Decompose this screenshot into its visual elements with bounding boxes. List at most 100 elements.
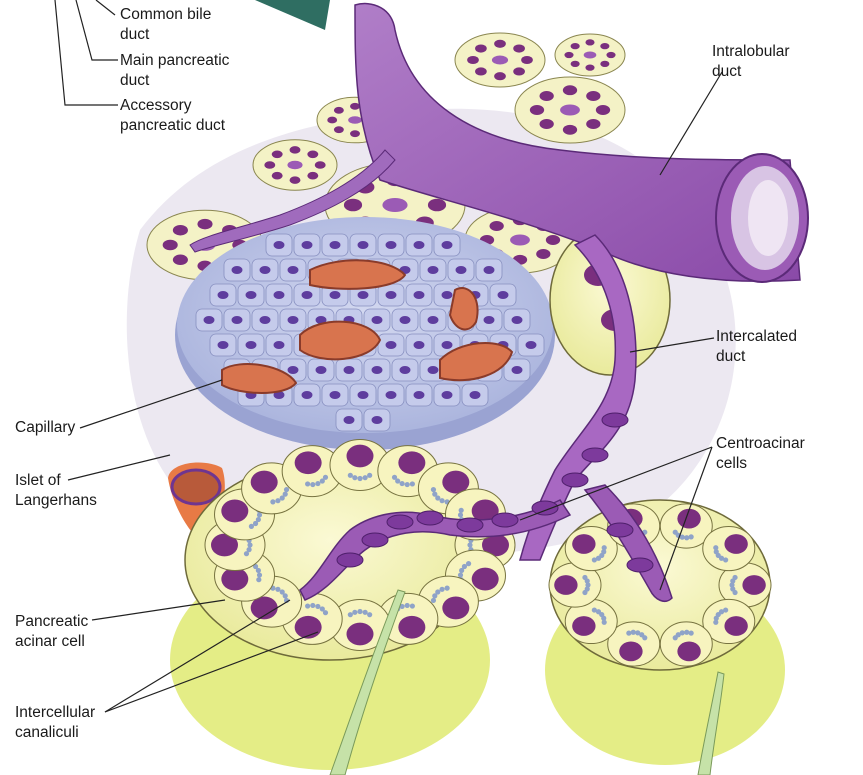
background-duct-lumen xyxy=(510,235,530,246)
zymogen-granule xyxy=(459,508,464,513)
zymogen-granule xyxy=(439,587,444,592)
gland-edge-shape xyxy=(255,0,330,30)
zymogen-granule xyxy=(582,590,587,595)
acinar-nucleus xyxy=(572,616,595,636)
centroacinar-cell xyxy=(532,501,558,515)
centroacinar-cell xyxy=(457,518,483,532)
islet-nucleus xyxy=(484,316,495,324)
zymogen-granule xyxy=(367,473,372,478)
background-acinar-nucleus xyxy=(290,146,301,154)
zymogen-granule xyxy=(249,524,254,529)
acinar-nucleus xyxy=(347,623,374,646)
islet-nucleus xyxy=(288,366,299,374)
background-acinar-nucleus xyxy=(494,72,506,80)
label-common-bile-duct: Common bileduct xyxy=(120,5,211,45)
islet-nucleus xyxy=(302,291,313,299)
background-acinar-nucleus xyxy=(513,67,525,75)
zymogen-granule xyxy=(435,589,440,594)
background-acinar-nucleus xyxy=(163,240,178,250)
zymogen-granule xyxy=(467,542,472,547)
islet-nucleus xyxy=(442,391,453,399)
islet-nucleus xyxy=(330,241,341,249)
islet-nucleus xyxy=(288,266,299,274)
zymogen-granule xyxy=(466,561,471,566)
acinar-nucleus xyxy=(398,451,425,474)
islet-nucleus xyxy=(274,241,285,249)
islet-nucleus xyxy=(414,391,425,399)
islet-nucleus xyxy=(246,291,257,299)
zymogen-granule xyxy=(367,612,372,617)
zymogen-granule xyxy=(410,481,415,486)
background-duct-lumen xyxy=(287,161,302,169)
islet-nucleus xyxy=(512,316,523,324)
background-acinar-nucleus xyxy=(475,44,487,52)
zymogen-granule xyxy=(713,545,718,550)
zymogen-granule xyxy=(684,535,689,540)
zymogen-granule xyxy=(352,475,357,480)
centroacinar-cell xyxy=(602,413,628,427)
background-acinar-nucleus xyxy=(530,105,544,115)
background-acinar-nucleus xyxy=(586,91,600,101)
zymogen-granule xyxy=(602,620,607,625)
islet-nucleus xyxy=(358,391,369,399)
zymogen-granule xyxy=(315,481,320,486)
capillary xyxy=(310,260,405,289)
islet-nucleus xyxy=(414,241,425,249)
zymogen-granule xyxy=(257,512,262,517)
zymogen-granule xyxy=(592,557,597,562)
background-duct-lumen xyxy=(584,52,597,59)
islet-nucleus xyxy=(484,266,495,274)
islet-nucleus xyxy=(512,366,523,374)
background-acinar-nucleus xyxy=(596,105,610,115)
islet-nucleus xyxy=(428,366,439,374)
zymogen-granule xyxy=(723,607,728,612)
zymogen-granule xyxy=(275,587,280,592)
zymogen-granule xyxy=(689,631,694,636)
acinar-nucleus xyxy=(221,500,248,523)
background-acinar-nucleus xyxy=(264,161,275,169)
acinus-right xyxy=(545,500,785,765)
zymogen-granule xyxy=(363,475,368,480)
islet-nucleus xyxy=(344,366,355,374)
islet-nucleus xyxy=(344,416,355,424)
background-acinar-nucleus xyxy=(540,119,554,129)
background-duct-lumen xyxy=(560,105,580,116)
islet-nucleus xyxy=(288,316,299,324)
zymogen-granule xyxy=(283,593,288,598)
acinar-nucleus xyxy=(347,445,374,468)
background-acinar-nucleus xyxy=(563,85,577,95)
centroacinar-cell xyxy=(582,448,608,462)
islet-nucleus xyxy=(274,341,285,349)
label-intercellular-canaliculi: Intercellularcanaliculi xyxy=(15,703,95,743)
background-acinar-nucleus xyxy=(350,130,360,137)
label-intercalated-duct: Intercalatedduct xyxy=(716,327,797,367)
background-acinar-nucleus xyxy=(173,255,188,265)
background-acinar-nucleus xyxy=(571,43,580,49)
islet-nucleus xyxy=(400,366,411,374)
leader-common-bile-duct xyxy=(96,0,115,15)
islet-nucleus xyxy=(218,341,229,349)
zymogen-granule xyxy=(315,604,320,609)
islet-nucleus xyxy=(386,291,397,299)
zymogen-granule xyxy=(431,487,436,492)
islet-nucleus xyxy=(414,341,425,349)
background-acinar-nucleus xyxy=(606,52,615,58)
zymogen-granule xyxy=(357,609,362,614)
zymogen-granule xyxy=(247,542,252,547)
centroacinar-cell xyxy=(417,511,443,525)
background-acinar-nucleus xyxy=(307,172,318,180)
islet-nucleus xyxy=(358,241,369,249)
zymogen-granule xyxy=(310,603,315,608)
background-acinar-nucleus xyxy=(475,67,487,75)
centroacinar-cell xyxy=(362,533,388,547)
islet-nucleus xyxy=(386,241,397,249)
background-acinar-nucleus xyxy=(344,199,362,212)
islet-nucleus xyxy=(204,316,215,324)
background-acinar-nucleus xyxy=(564,52,573,58)
islet-nucleus xyxy=(372,366,383,374)
zymogen-granule xyxy=(626,631,631,636)
zymogen-granule xyxy=(392,475,397,480)
islet-of-langerhans xyxy=(175,217,555,450)
